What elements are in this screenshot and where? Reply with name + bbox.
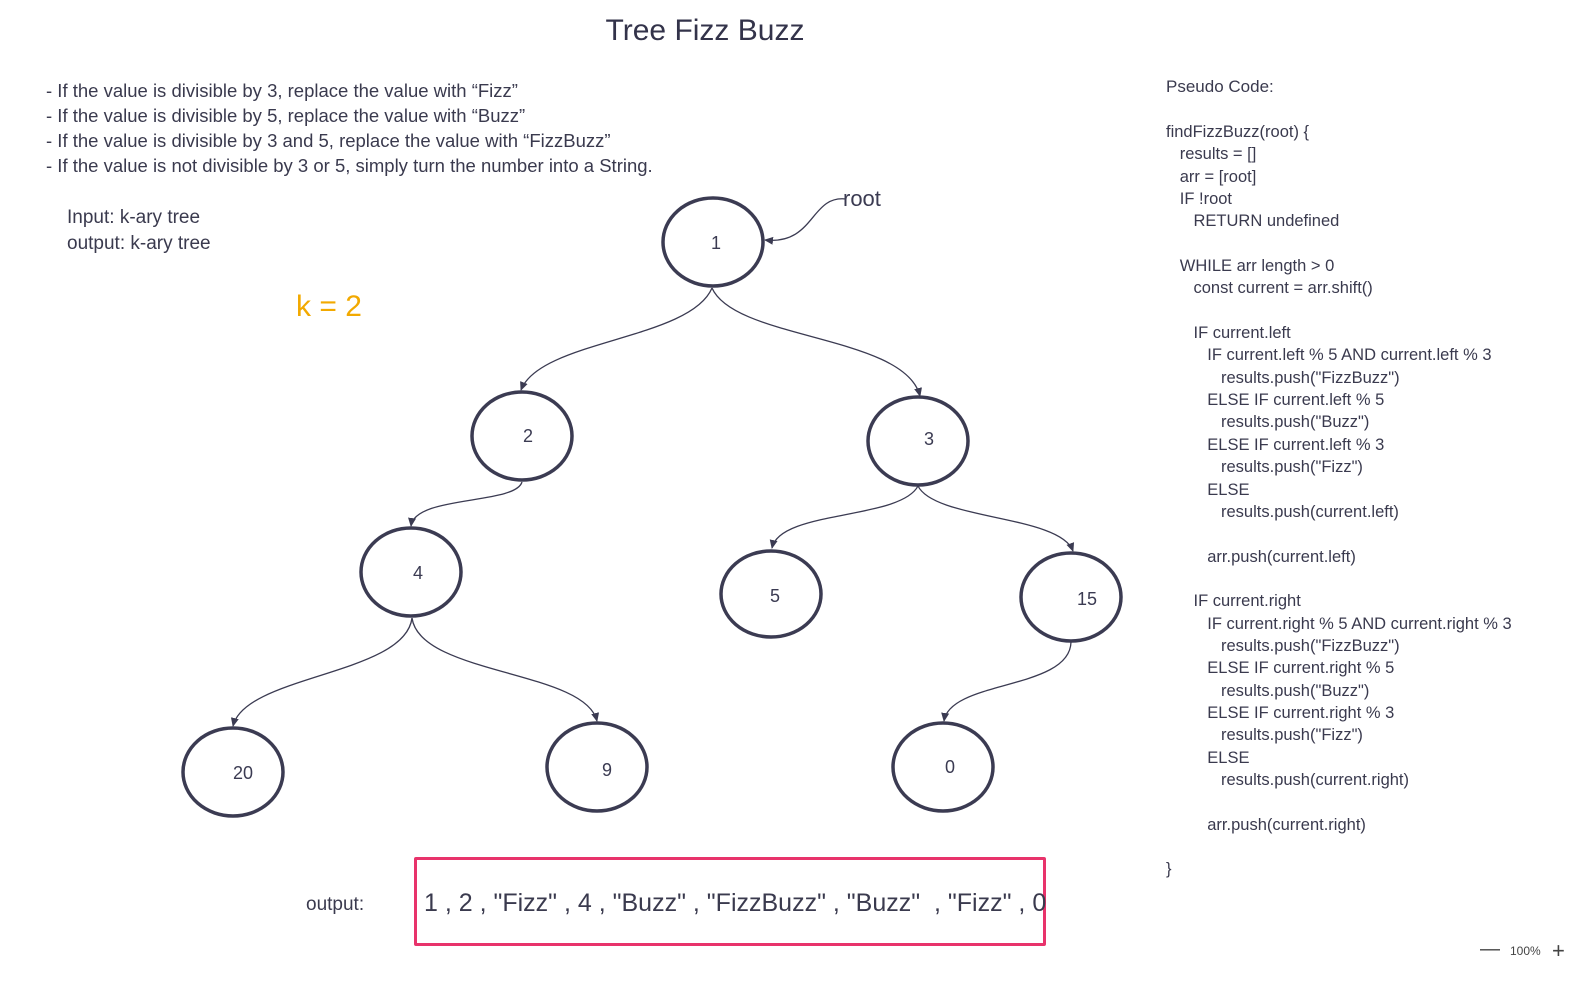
pseudo-code-line: IF current.left	[1166, 324, 1291, 343]
tree-node-2: 2	[470, 390, 574, 482]
edge-15-0	[941, 641, 1072, 722]
rule-fizzbuzz: - If the value is divisible by 3 and 5, …	[46, 130, 611, 151]
pseudo-code-line: arr = [root]	[1166, 167, 1257, 186]
output-note: output: k-ary tree	[67, 233, 211, 254]
rule-buzz: - If the value is divisible by 5, replac…	[46, 105, 526, 126]
output-box: 1 , 2 , "Fizz" , 4 , "Buzz" , "FizzBuzz"…	[414, 857, 1046, 946]
rule-string: - If the value is not divisible by 3 or …	[46, 155, 653, 176]
pseudo-code-line: ELSE IF current.left % 3	[1166, 435, 1385, 454]
pseudo-code-line: ELSE IF current.left % 5	[1166, 391, 1385, 410]
pseudo-code-line: IF current.right	[1166, 592, 1301, 611]
output-label: output:	[306, 894, 365, 915]
pseudo-code-line: results.push("Buzz")	[1166, 681, 1370, 700]
svg-text:9: 9	[602, 760, 612, 780]
pseudo-code-line: results.push("Buzz")	[1166, 413, 1370, 432]
pseudo-code-line	[1166, 233, 1512, 255]
pseudo-code-line	[1166, 568, 1512, 590]
pseudo-code-line: WHILE arr length > 0	[1166, 257, 1335, 276]
edge-1-2	[520, 287, 713, 391]
pseudo-code-line	[1166, 791, 1512, 813]
edge-4-20	[230, 617, 413, 727]
pseudo-code-line: arr.push(current.left)	[1166, 547, 1356, 566]
pseudo-code-line: ELSE IF current.right % 3	[1166, 703, 1395, 722]
pseudo-code-line: findFizzBuzz(root) {	[1166, 123, 1310, 141]
edge-2-4	[408, 481, 523, 527]
tree-node-5: 5	[719, 549, 823, 639]
pseudo-code-line	[1166, 523, 1512, 545]
pseudo-code-line: results.push("FizzBuzz")	[1166, 636, 1400, 655]
pseudo-code-line: ELSE	[1166, 480, 1250, 499]
pseudo-code-line: RETURN undefined	[1166, 212, 1340, 231]
pseudo-code-line: results.push(current.left)	[1166, 502, 1399, 521]
svg-text:20: 20	[233, 763, 253, 783]
tree-node-15: 15	[1019, 551, 1123, 643]
pseudo-code-line: results = []	[1166, 145, 1257, 164]
pseudo-code-line: const current = arr.shift()	[1166, 279, 1373, 298]
pseudo-code-line	[1166, 300, 1512, 322]
zoom-in-button[interactable]: +	[1552, 938, 1565, 963]
root-pointer-arrow	[764, 198, 847, 245]
pseudo-code-title: Pseudo Code:	[1166, 77, 1274, 96]
pseudo-code-line: arr.push(current.right)	[1166, 815, 1366, 834]
edge-3-15	[917, 485, 1075, 552]
pseudo-code-line: IF current.left % 5 AND current.left % 3	[1166, 346, 1492, 365]
pseudo-code-line: IF current.right % 5 AND current.right %…	[1166, 614, 1512, 633]
svg-text:5: 5	[770, 586, 780, 606]
pseudo-code-line: results.push("FizzBuzz")	[1166, 368, 1400, 387]
zoom-control: — 100% +	[1480, 938, 1590, 963]
svg-text:3: 3	[924, 429, 934, 449]
pseudo-code-block: findFizzBuzz(root) { results = [] arr = …	[1166, 121, 1512, 881]
tree-diagram: root 1 2 3 4 5 15 20 9 0	[181, 186, 1123, 818]
tree-node-1: 1	[661, 196, 765, 288]
pseudo-code-line: IF !root	[1166, 190, 1233, 209]
diagram-title: Tree Fizz Buzz	[605, 14, 805, 47]
pseudo-code-line	[1166, 836, 1512, 858]
tree-node-3: 3	[866, 395, 970, 487]
zoom-out-button[interactable]: —	[1480, 938, 1500, 960]
root-label: root	[843, 186, 881, 211]
edge-3-5	[769, 485, 919, 549]
svg-text:0: 0	[945, 757, 955, 777]
rule-fizz: - If the value is divisible by 3, replac…	[46, 80, 518, 101]
svg-text:1: 1	[711, 233, 721, 253]
edge-1-3	[711, 287, 922, 397]
pseudo-code-line: results.push("Fizz")	[1166, 458, 1363, 477]
pseudo-code-line: ELSE	[1166, 748, 1250, 767]
zoom-level: 100%	[1510, 944, 1541, 958]
output-values: 1 , 2 , "Fizz" , 4 , "Buzz" , "FizzBuzz"…	[424, 889, 1047, 917]
pseudo-code-line: }	[1166, 860, 1172, 879]
svg-text:4: 4	[413, 563, 423, 583]
svg-text:2: 2	[523, 426, 533, 446]
pseudo-code-line: ELSE IF current.right % 5	[1166, 659, 1395, 678]
pseudo-code-line: results.push("Fizz")	[1166, 726, 1363, 745]
k-value-label: k = 2	[296, 290, 362, 323]
input-note: Input: k-ary tree	[67, 207, 201, 228]
tree-node-9: 9	[545, 721, 649, 813]
svg-text:15: 15	[1077, 589, 1097, 609]
pseudo-code-line: results.push(current.right)	[1166, 770, 1409, 789]
tree-node-0: 0	[891, 721, 995, 813]
tree-node-20: 20	[181, 726, 285, 818]
edge-4-9	[411, 617, 600, 722]
tree-node-4: 4	[359, 526, 463, 618]
